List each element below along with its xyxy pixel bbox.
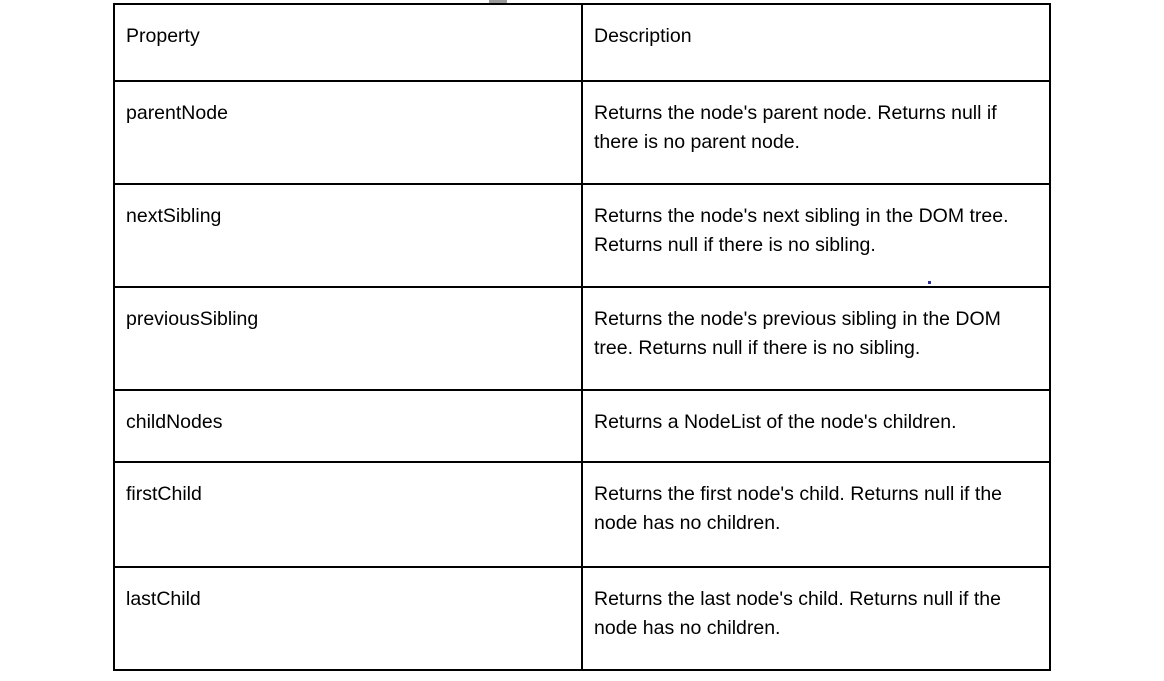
cell-description: Returns the last node's child. Returns n… [581, 566, 1051, 671]
cell-property: firstChild [113, 461, 583, 568]
table-row: childNodes Returns a NodeList of the nod… [113, 389, 1051, 463]
property-name: previousSibling [126, 308, 259, 330]
property-name: lastChild [126, 588, 201, 610]
table-row: nextSibling Returns the node's next sibl… [113, 183, 1051, 288]
cell-property: parentNode [113, 80, 583, 185]
column-header-property: Property [113, 3, 583, 82]
cell-description: Returns the node's parent node. Returns … [581, 80, 1051, 185]
cell-description: Returns the first node's child. Returns … [581, 461, 1051, 568]
property-name: childNodes [126, 411, 223, 433]
property-description: Returns the node's parent node. Returns … [594, 102, 997, 153]
property-description: Returns the last node's child. Returns n… [594, 588, 1001, 639]
dom-properties-table: Property Description parentNode Returns … [113, 3, 1051, 671]
cell-description: Returns a NodeList of the node's childre… [581, 389, 1051, 463]
cell-property: lastChild [113, 566, 583, 671]
table-body: parentNode Returns the node's parent nod… [113, 80, 1051, 671]
property-description: Returns a NodeList of the node's childre… [594, 411, 957, 433]
table-head: Property Description [113, 3, 1051, 82]
table-header-row: Property Description [113, 3, 1051, 82]
table-row: parentNode Returns the node's parent nod… [113, 80, 1051, 185]
table-row: previousSibling Returns the node's previ… [113, 286, 1051, 391]
column-header-property-label: Property [126, 25, 200, 47]
property-name: parentNode [126, 102, 228, 124]
table-row: firstChild Returns the first node's chil… [113, 461, 1051, 568]
table-row: lastChild Returns the last node's child.… [113, 566, 1051, 671]
cell-property: previousSibling [113, 286, 583, 391]
dom-properties-table-container: Property Description parentNode Returns … [113, 3, 1051, 671]
property-description: Returns the node's next sibling in the D… [594, 205, 1009, 256]
cell-property: childNodes [113, 389, 583, 463]
column-header-description-label: Description [594, 25, 692, 47]
cell-description: Returns the node's next sibling in the D… [581, 183, 1051, 288]
cell-description: Returns the node's previous sibling in t… [581, 286, 1051, 391]
property-description: Returns the first node's child. Returns … [594, 483, 1003, 534]
cell-property: nextSibling [113, 183, 583, 288]
column-header-description: Description [581, 3, 1051, 82]
property-description: Returns the node's previous sibling in t… [594, 308, 1001, 359]
clipped-top-artifact [489, 0, 507, 3]
property-name: nextSibling [126, 205, 222, 227]
blue-speck-artifact [928, 281, 931, 284]
property-name: firstChild [126, 483, 202, 505]
